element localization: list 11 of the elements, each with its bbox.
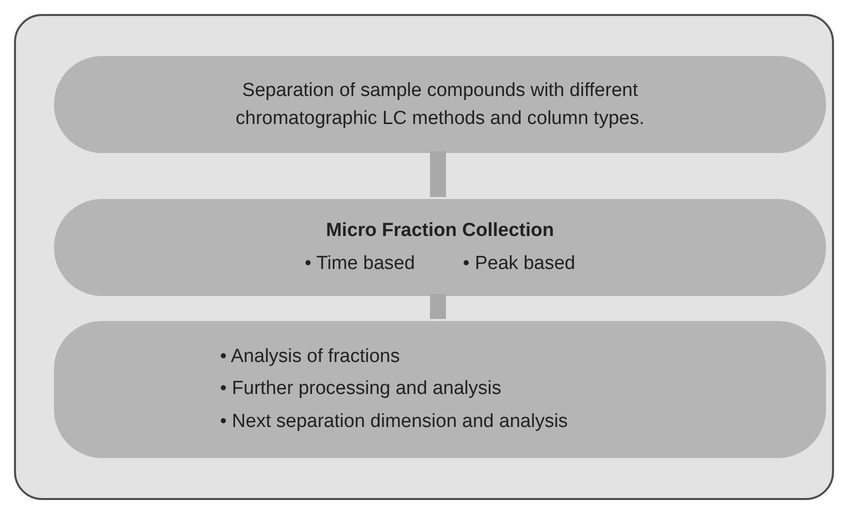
bullet-item: • Peak based: [462, 252, 576, 276]
step-heading: Micro Fraction Collection: [326, 219, 554, 243]
connector-bar: [430, 294, 446, 319]
bullet-item: • Analysis of fractions: [220, 344, 400, 369]
bullet-item: • Next separation dimension and analysis: [220, 410, 568, 434]
process-band: [54, 321, 826, 458]
connector-bar: [430, 151, 446, 197]
step-description: Separation of sample compounds with different chromatographic LC methods and column types.: [234, 78, 646, 130]
bullet-item: • Time based: [304, 252, 415, 276]
container-panel: [14, 14, 834, 500]
bullet-item: • Further processing and analysis: [220, 377, 502, 402]
